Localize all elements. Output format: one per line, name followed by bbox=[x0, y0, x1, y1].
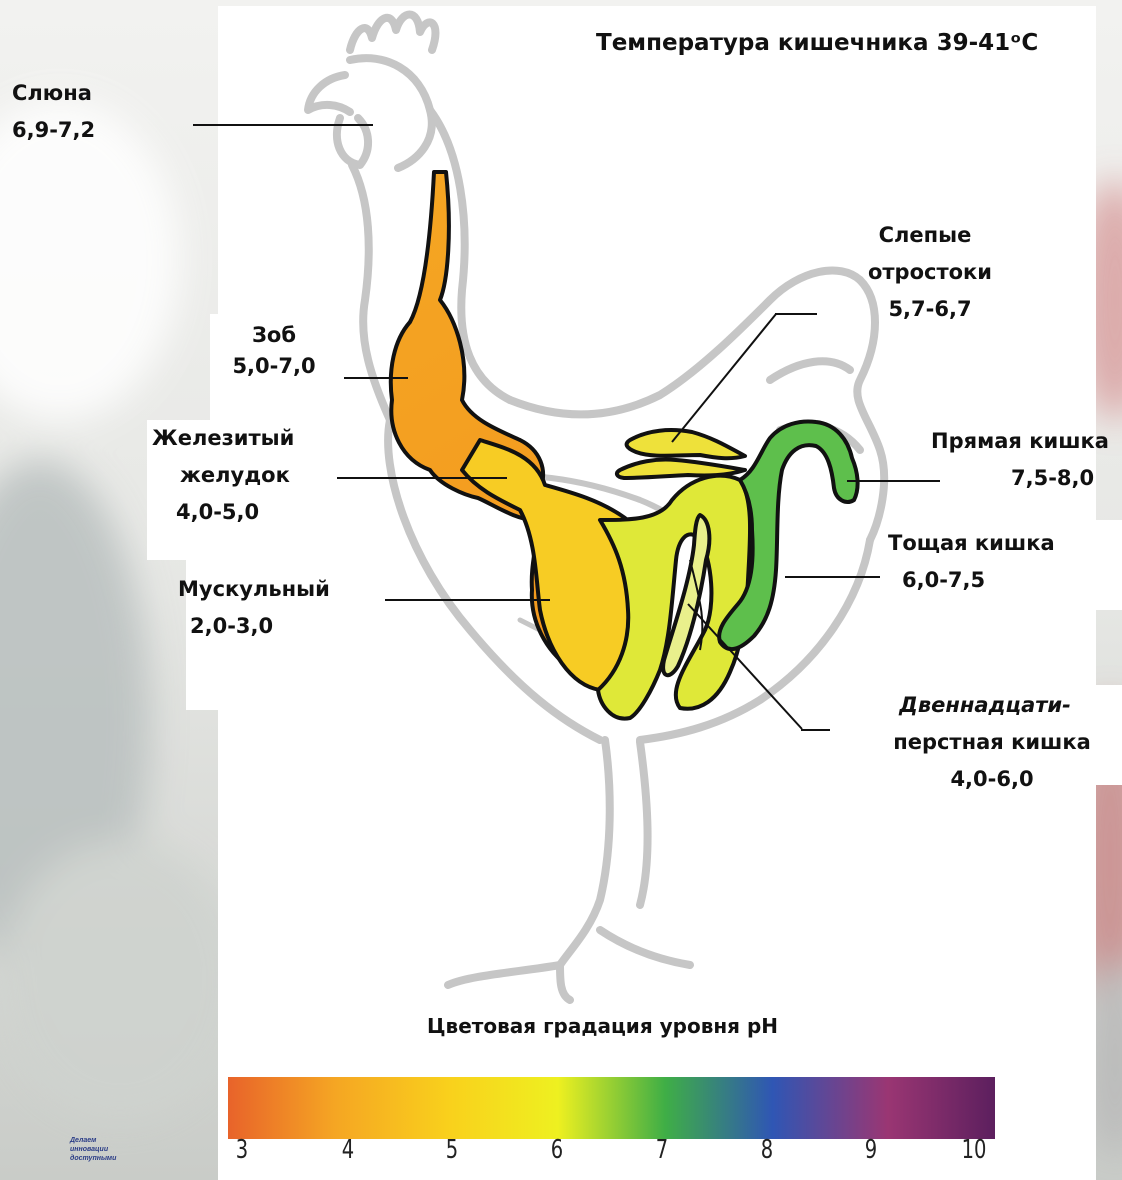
label-proventriculus-ph: 4,0-5,0 bbox=[176, 497, 294, 528]
slogan-line: Делаем bbox=[70, 1136, 150, 1145]
ph-tick: 6 bbox=[542, 1135, 572, 1165]
ph-tick: 8 bbox=[752, 1135, 782, 1165]
label-crop-ph: 5,0-7,0 bbox=[228, 351, 320, 382]
ph-tick: 3 bbox=[227, 1135, 257, 1165]
label-duodenum-line2: перстная кишка bbox=[887, 727, 1097, 758]
label-saliva: Слюна 6,9-7,2 bbox=[12, 78, 95, 146]
ph-tick: 5 bbox=[437, 1135, 467, 1165]
ph-color-scale bbox=[228, 1077, 995, 1139]
label-saliva-ph: 6,9-7,2 bbox=[12, 115, 95, 146]
ph-tick: 7 bbox=[647, 1135, 677, 1165]
scale-title: Цветовая градация уровня рН bbox=[427, 1011, 778, 1042]
label-jejunum: Тощая кишка 6,0-7,5 bbox=[888, 528, 1055, 596]
label-saliva-name: Слюна bbox=[12, 78, 95, 109]
slogan-line: доступными bbox=[70, 1154, 150, 1163]
label-rectum-ph: 7,5-8,0 bbox=[1011, 463, 1109, 494]
slogan-line: инновации bbox=[70, 1145, 150, 1154]
label-crop-name: Зоб bbox=[228, 320, 320, 351]
label-proventriculus-line1: Железитый bbox=[152, 423, 294, 454]
slogan: Делаем инновации доступными bbox=[70, 1136, 150, 1163]
label-caeca-line2: отростоки bbox=[840, 257, 1020, 288]
label-duodenum-line1: Двеннадцати- bbox=[873, 690, 1097, 721]
label-caeca-ph: 5,7-6,7 bbox=[840, 294, 1020, 325]
label-caeca-line1: Слепые bbox=[830, 220, 1020, 251]
ph-tick: 4 bbox=[333, 1135, 363, 1165]
label-proventriculus-line2: желудок bbox=[180, 460, 294, 491]
label-rectum: Прямая кишка 7,5-8,0 bbox=[931, 426, 1109, 494]
label-proventriculus: Железитый желудок 4,0-5,0 bbox=[152, 423, 294, 528]
ph-tick: 9 bbox=[856, 1135, 886, 1165]
ph-tick-labels: 3 4 5 6 7 8 9 10 bbox=[222, 1135, 998, 1175]
label-jejunum-name: Тощая кишка bbox=[888, 528, 1055, 559]
label-gizzard: Мускульный 2,0-3,0 bbox=[178, 574, 330, 642]
label-crop: Зоб 5,0-7,0 bbox=[228, 320, 320, 382]
label-duodenum: Двеннадцати- перстная кишка 4,0-6,0 bbox=[887, 690, 1097, 795]
label-caeca: Слепые отростоки 5,7-6,7 bbox=[840, 220, 1020, 325]
label-gizzard-name: Мускульный bbox=[178, 574, 330, 605]
label-rectum-name: Прямая кишка bbox=[931, 426, 1109, 457]
page-title: Температура кишечника 39-41ᵒС bbox=[596, 28, 1038, 59]
label-duodenum-ph: 4,0-6,0 bbox=[887, 764, 1097, 795]
label-jejunum-ph: 6,0-7,5 bbox=[902, 565, 1055, 596]
label-gizzard-ph: 2,0-3,0 bbox=[190, 611, 330, 642]
ph-tick: 10 bbox=[959, 1135, 989, 1165]
